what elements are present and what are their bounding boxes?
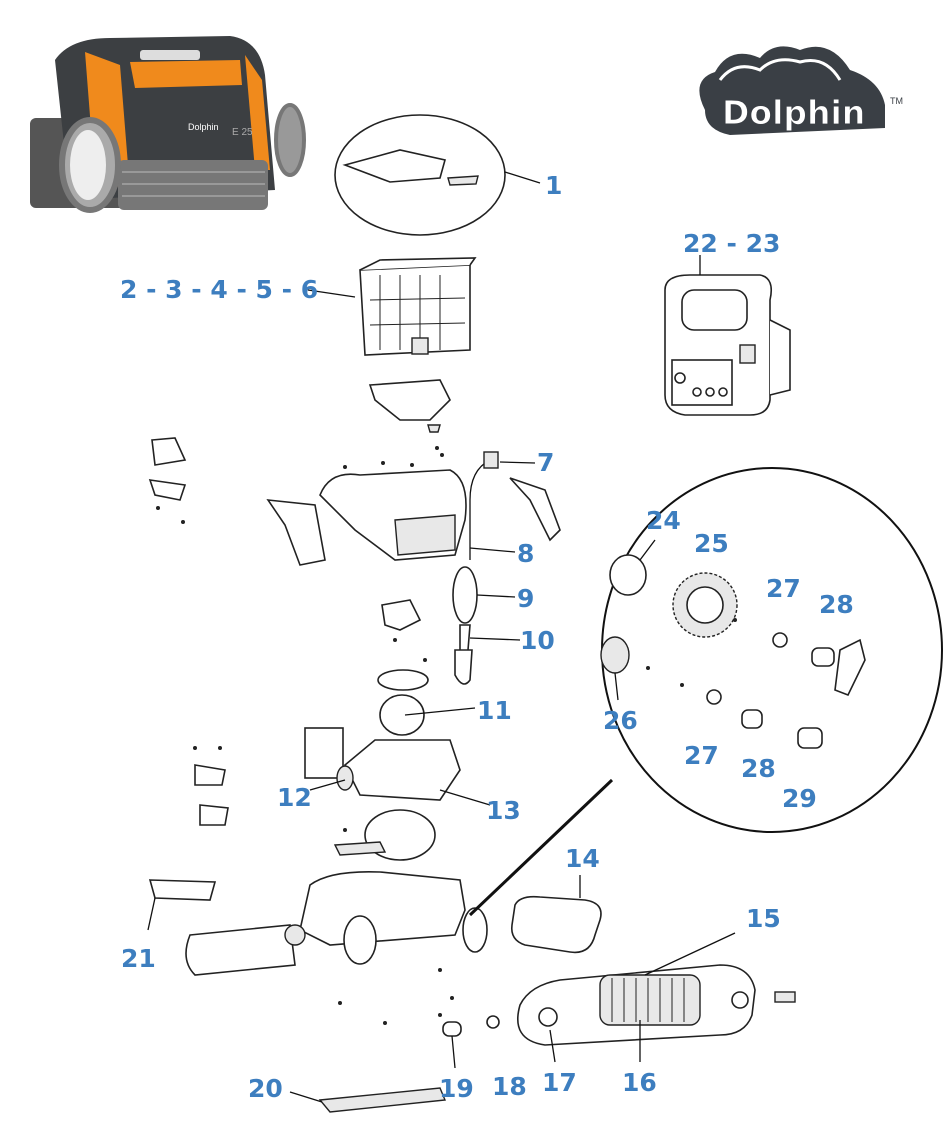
part-28-bushing-a (811, 647, 835, 667)
callout-20: 20 (248, 1074, 283, 1103)
callout-10: 10 (520, 626, 555, 655)
part-9-swivel (452, 566, 478, 624)
callout-7: 7 (537, 448, 554, 477)
callout-16: 16 (622, 1068, 657, 1097)
robot-logo-text: Dolphin (188, 122, 219, 132)
callout-11: 11 (477, 696, 512, 725)
part-7-cable (469, 459, 491, 560)
callout-24: 24 (646, 506, 681, 535)
part-latch (427, 424, 441, 433)
part-top-flap (368, 379, 451, 421)
dolphin-logo: Dolphin TM (699, 46, 903, 135)
part-body-shell (319, 469, 467, 561)
part-side-bracket (151, 437, 187, 466)
callout-27a: 27 (766, 574, 801, 603)
part-axle-pin (774, 991, 796, 1003)
callout-26: 26 (603, 706, 638, 735)
callout-21: 21 (121, 944, 156, 973)
callout-25: 25 (694, 529, 729, 558)
callout-8: 8 (517, 539, 534, 568)
part-20-brush-strip (318, 1087, 447, 1113)
callout-14: 14 (565, 844, 600, 873)
part-11-circle (379, 694, 425, 736)
part-impeller (377, 669, 429, 691)
part-19-bushing (442, 1021, 462, 1037)
callout-2-6: 2 - 3 - 4 - 5 - 6 (120, 275, 318, 304)
part-side-clip (148, 479, 187, 501)
part-16-brush (599, 974, 701, 1026)
callout-19: 19 (439, 1074, 474, 1103)
part-13-motor-unit (344, 739, 461, 801)
part-10-cable-end (454, 624, 473, 685)
part-chassis (185, 870, 488, 976)
part-24-hub-cap (609, 554, 647, 596)
callout-27b: 27 (684, 741, 719, 770)
callout-13: 13 (486, 796, 521, 825)
part-27-washer-a (772, 632, 788, 648)
part-26-pulley (600, 636, 630, 674)
part-14-track (510, 895, 602, 954)
callout-22-23: 22 - 23 (683, 229, 780, 258)
callout-28a: 28 (819, 590, 854, 619)
part-27-washer-b (706, 689, 722, 705)
part-12-motor-shaft (336, 765, 354, 791)
part-clip (834, 638, 866, 697)
callout-29: 29 (782, 784, 817, 813)
callout-1: 1 (545, 171, 562, 200)
callout-18: 18 (492, 1072, 527, 1101)
callout-28b: 28 (741, 754, 776, 783)
callout-15: 15 (746, 904, 781, 933)
part-22-23-power-supply (664, 274, 791, 416)
part-29-bushing (797, 727, 823, 749)
part-1-filter-cover (342, 149, 446, 183)
robot-product-image: Dolphin E 25 (30, 36, 306, 213)
robot-model-badge: E 25 (232, 127, 253, 138)
part-bracket-b (199, 804, 229, 826)
part-1-clip (447, 175, 479, 186)
part-17-gear (538, 1007, 558, 1027)
part-18-nut (486, 1015, 500, 1029)
callout-12: 12 (277, 783, 312, 812)
part-impeller-cover (381, 599, 422, 631)
trademark: TM (890, 96, 903, 106)
part-left-side-panel (266, 499, 326, 566)
callout-9: 9 (517, 584, 534, 613)
part-grate (304, 727, 344, 779)
part-2-6-filter-basket (359, 257, 477, 356)
part-28-bushing-b (741, 709, 763, 729)
part-21-intake (148, 879, 217, 901)
part-right-side-panel (509, 477, 561, 542)
part-bracket-a (194, 764, 226, 786)
callout-17: 17 (542, 1068, 577, 1097)
logo-text: Dolphin (722, 93, 865, 132)
